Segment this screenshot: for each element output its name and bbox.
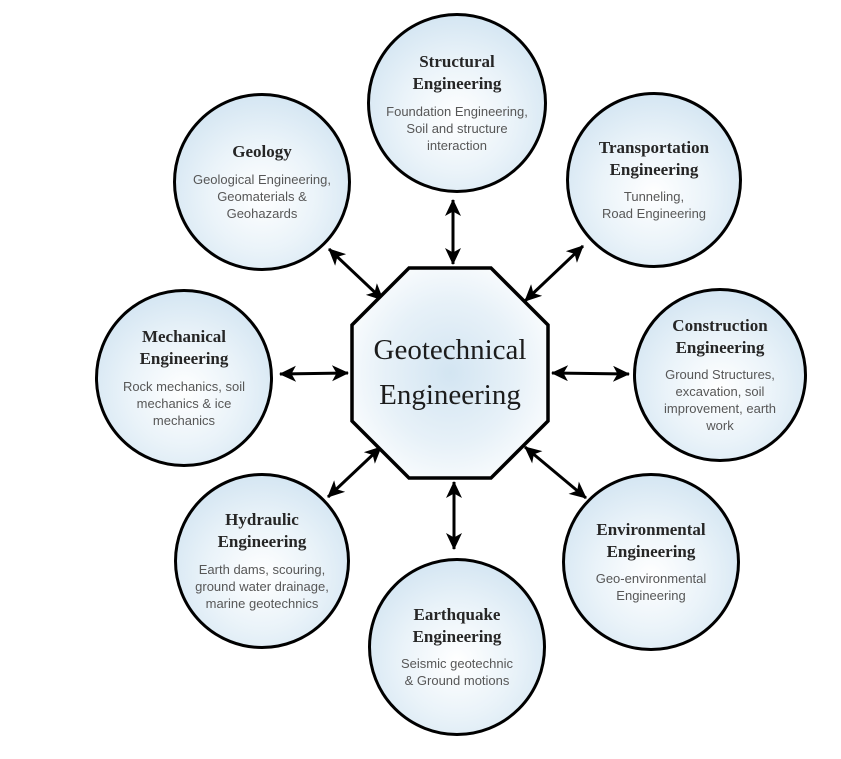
node-title: Environmental Engineering <box>596 519 706 561</box>
node-geology: Geology Geological Engineering, Geomater… <box>173 93 351 271</box>
arrow-center-to-geology <box>327 247 385 302</box>
arrow-center-to-construction <box>551 365 630 382</box>
arrow-center-to-transportation <box>523 244 585 303</box>
node-title: Structural Engineering <box>412 52 502 94</box>
node-mechanical-engineering: Mechanical Engineering Rock mechanics, s… <box>95 289 273 467</box>
arrow-center-to-environmental <box>524 445 587 500</box>
node-subtitle: Tunneling, Road Engineering <box>601 189 707 222</box>
node-construction-engineering: Construction Engineering Ground Structur… <box>633 288 807 462</box>
arrow-center-to-mechanical <box>279 365 349 382</box>
node-title: Mechanical Engineering <box>139 327 229 369</box>
node-hydraulic-engineering: Hydraulic Engineering Earth dams, scouri… <box>174 473 350 649</box>
node-subtitle: Geo-environmental Engineering <box>595 571 707 604</box>
node-subtitle: Seismic geotechnic & Ground motions <box>401 656 513 689</box>
node-subtitle: Ground Structures, excavation, soil impr… <box>664 367 776 434</box>
node-subtitle: Geological Engineering, Geomaterials & G… <box>192 172 332 221</box>
node-title: Construction Engineering <box>672 315 768 357</box>
node-structural-engineering: Structural Engineering Foundation Engine… <box>367 13 547 193</box>
center-octagon <box>350 266 550 480</box>
node-subtitle: Foundation Engineering, Soil and structu… <box>386 103 528 153</box>
node-transportation-engineering: Transportation Engineering Tunneling, Ro… <box>566 92 742 268</box>
node-earthquake-engineering: Earthquake Engineering Seismic geotechni… <box>368 558 546 736</box>
arrow-center-to-hydraulic <box>326 445 383 499</box>
node-subtitle: Earth dams, scouring, ground water drain… <box>195 561 329 611</box>
node-environmental-engineering: Environmental Engineering Geo-environmen… <box>562 473 740 651</box>
node-title: Earthquake Engineering <box>412 604 502 646</box>
node-title: Transportation Engineering <box>598 137 710 179</box>
node-subtitle: Rock mechanics, soil mechanics & ice mec… <box>122 378 246 428</box>
arrow-group <box>279 199 630 550</box>
node-title: Geology <box>232 142 292 162</box>
node-title: Hydraulic Engineering <box>217 510 307 552</box>
